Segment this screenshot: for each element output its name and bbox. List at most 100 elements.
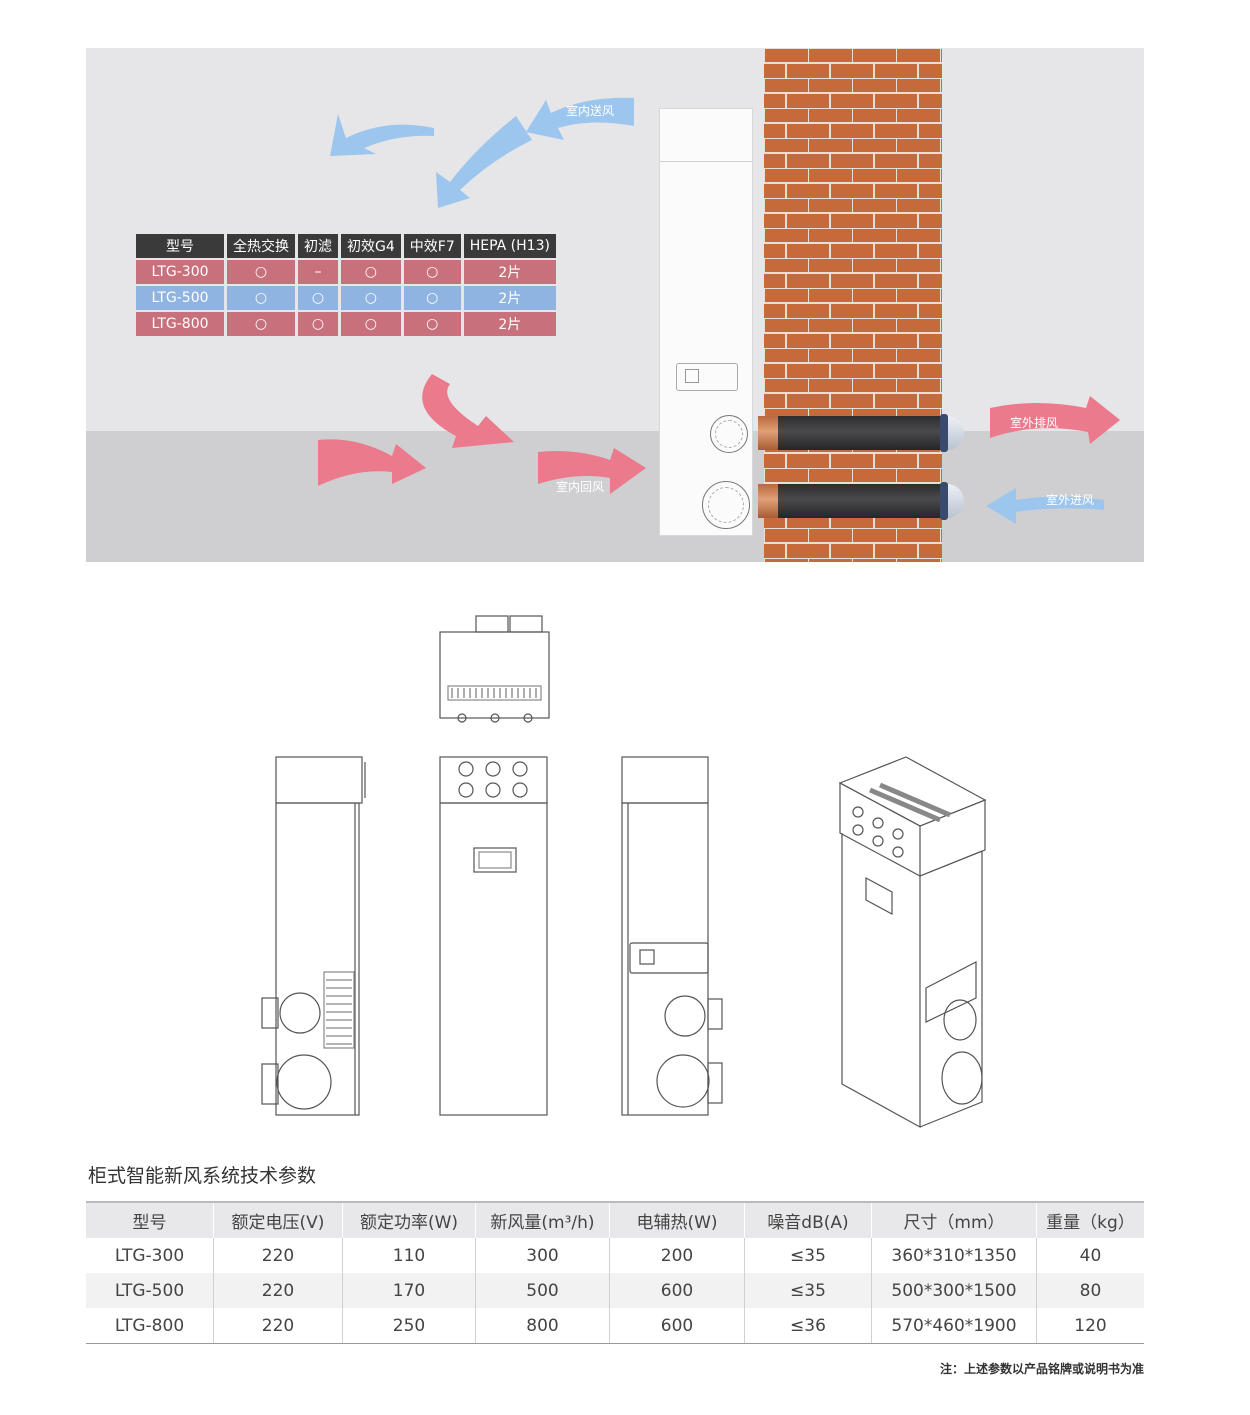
lower-duct-cap — [940, 482, 964, 520]
installation-scene: 室内送风 室内回风 室外排风 室外进风 型号 全热交换 初滤 初效G4 中效F7… — [86, 48, 1144, 562]
spec-cell: 570*460*1900 — [871, 1308, 1037, 1344]
label-outdoor-exhaust: 室外排风 — [1010, 416, 1059, 430]
spec-cell: 300 — [475, 1238, 610, 1273]
rear-view-drawing — [621, 756, 723, 1116]
supply-arrow-3 — [436, 116, 532, 208]
spec-cell: 800 — [475, 1308, 610, 1344]
left-side-view-drawing — [261, 756, 366, 1116]
control-panel — [676, 363, 738, 391]
label-indoor-return: 室内回风 — [556, 480, 605, 494]
spec-cell: 250 — [342, 1308, 476, 1344]
filter-cell: ○ — [403, 260, 461, 284]
spec-cell: LTG-500 — [86, 1273, 214, 1308]
filter-header-cell: 全热交换 — [227, 234, 295, 258]
filter-cell: ○ — [341, 260, 401, 284]
upper-vent — [710, 415, 748, 453]
spec-table-row: LTG-300 220 110 300 200 ≤35 360*310*1350… — [86, 1238, 1144, 1273]
filter-table-row: LTG-500 ○ ○ ○ ○ 2片 — [136, 286, 556, 310]
indoor-unit — [659, 108, 753, 536]
spec-header-cell: 噪音dB(A) — [744, 1201, 872, 1238]
spec-cell: 170 — [342, 1273, 476, 1308]
spec-cell: 40 — [1036, 1238, 1144, 1273]
return-arrow-3 — [538, 448, 646, 494]
spec-cell: 220 — [213, 1238, 343, 1273]
label-indoor-supply: 室内送风 — [566, 104, 615, 118]
filter-cell: ○ — [403, 312, 461, 336]
spec-cell: 600 — [609, 1308, 745, 1344]
brick-pattern — [764, 48, 942, 562]
spec-cell: 110 — [342, 1238, 476, 1273]
filter-header-cell: 初滤 — [298, 234, 338, 258]
supply-arrow-1 — [526, 97, 634, 140]
filter-cell: LTG-800 — [136, 312, 224, 336]
filter-cell: ○ — [341, 286, 401, 310]
spec-table-header: 型号 额定电压(V) 额定功率(W) 新风量(m³/h) 电辅热(W) 噪音dB… — [86, 1201, 1144, 1238]
filter-table-row: LTG-800 ○ ○ ○ ○ 2片 — [136, 312, 556, 336]
filter-cell: ○ — [227, 260, 295, 284]
spec-cell: ≤36 — [744, 1308, 872, 1344]
filter-cell: ○ — [298, 312, 338, 336]
spec-cell: ≤35 — [744, 1273, 872, 1308]
filter-cell: ○ — [227, 312, 295, 336]
spec-header-cell: 额定功率(W) — [342, 1201, 476, 1238]
filter-config-table: 型号 全热交换 初滤 初效G4 中效F7 HEPA (H13) LTG-300 … — [133, 232, 559, 338]
lower-vent — [702, 481, 750, 529]
spec-section-title: 柜式智能新风系统技术参数 — [88, 1165, 317, 1187]
filter-cell: ○ — [298, 286, 338, 310]
spec-header-cell: 额定电压(V) — [213, 1201, 343, 1238]
lower-duct — [758, 484, 943, 518]
spec-table: 型号 额定电压(V) 额定功率(W) 新风量(m³/h) 电辅热(W) 噪音dB… — [86, 1201, 1144, 1344]
filter-cell: 2片 — [463, 286, 556, 310]
intake-arrow — [986, 488, 1104, 524]
upper-duct-cap — [940, 414, 964, 452]
filter-cell: – — [298, 260, 338, 284]
brick-wall — [764, 48, 942, 562]
upper-duct — [758, 416, 943, 450]
exhaust-arrow — [990, 396, 1120, 444]
front-view-drawing — [439, 756, 548, 1116]
filter-cell: ○ — [341, 312, 401, 336]
spec-cell: 500 — [475, 1273, 610, 1308]
supply-arrow-2 — [330, 114, 434, 156]
spec-header-cell: 型号 — [86, 1201, 214, 1238]
spec-header-cell: 新风量(m³/h) — [475, 1201, 610, 1238]
isometric-view-drawing — [838, 756, 987, 1129]
spec-cell: 360*310*1350 — [871, 1238, 1037, 1273]
spec-cell: 200 — [609, 1238, 745, 1273]
filter-cell: 2片 — [463, 260, 556, 284]
label-outdoor-intake: 室外进风 — [1046, 493, 1095, 507]
filter-header-cell: 中效F7 — [403, 234, 461, 258]
filter-header-cell: 初效G4 — [341, 234, 401, 258]
filter-cell: ○ — [403, 286, 461, 310]
filter-header-cell: HEPA (H13) — [463, 234, 556, 258]
spec-footnote: 注：上述参数以产品铭牌或说明书为准 — [939, 1362, 1144, 1376]
filter-table-header: 型号 全热交换 初滤 初效G4 中效F7 HEPA (H13) — [136, 234, 556, 258]
spec-cell: ≤35 — [744, 1238, 872, 1273]
return-arrow-2 — [318, 439, 426, 486]
spec-cell: 80 — [1036, 1273, 1144, 1308]
filter-cell: LTG-300 — [136, 260, 224, 284]
spec-cell: 120 — [1036, 1308, 1144, 1344]
filter-cell: ○ — [227, 286, 295, 310]
spec-cell: LTG-800 — [86, 1308, 214, 1344]
filter-header-cell: 型号 — [136, 234, 224, 258]
filter-cell: LTG-500 — [136, 286, 224, 310]
spec-cell: 220 — [213, 1273, 343, 1308]
spec-cell: LTG-300 — [114, 1245, 185, 1266]
spec-cell: 500*300*1500 — [871, 1273, 1037, 1308]
unit-top-section — [660, 109, 752, 162]
spec-header-cell: 重量（kg） — [1036, 1201, 1144, 1238]
spec-table-row: LTG-500 220 170 500 600 ≤35 500*300*1500… — [86, 1273, 1144, 1308]
technical-drawings — [261, 615, 987, 1129]
panel-screen — [685, 369, 699, 383]
filter-table-row: LTG-300 ○ – ○ ○ 2片 — [136, 260, 556, 284]
top-view-drawing — [439, 615, 550, 723]
spec-header-cell: 电辅热(W) — [609, 1201, 745, 1238]
filter-cell: 2片 — [463, 312, 556, 336]
spec-table-row: LTG-800 220 250 800 600 ≤36 570*460*1900… — [86, 1308, 1144, 1344]
spec-cell: 220 — [213, 1308, 343, 1344]
spec-header-cell: 尺寸（mm） — [871, 1201, 1037, 1238]
spec-cell: 600 — [609, 1273, 745, 1308]
return-arrow-1 — [422, 374, 514, 448]
airflow-arrows — [318, 97, 1120, 524]
